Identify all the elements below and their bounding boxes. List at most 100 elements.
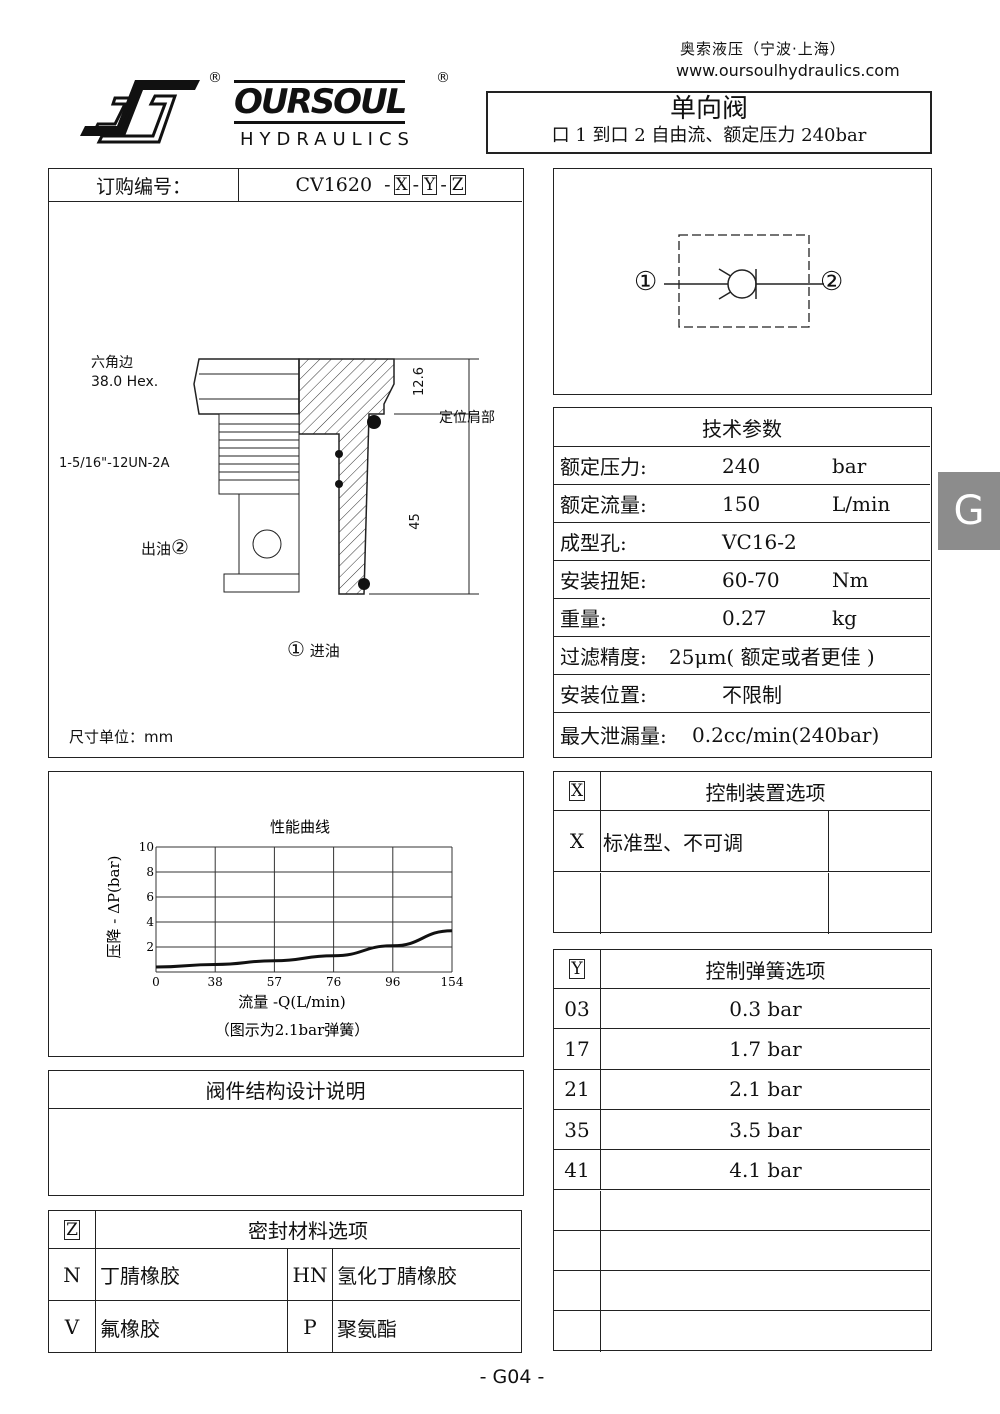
order-model: CV1620 (295, 174, 373, 196)
spring-code (554, 1190, 601, 1231)
page-number: - G04 - (479, 1366, 545, 1388)
control-code (554, 873, 601, 934)
tech-label: 额定流量: (560, 493, 647, 517)
x-tick-label: 96 (385, 975, 400, 989)
spring-code: 21 (554, 1069, 601, 1110)
order-x: X (393, 175, 410, 195)
company-website[interactable]: www.oursoulhydraulics.com (676, 61, 900, 80)
control-desc: 标准型、不可调 (601, 811, 829, 872)
order-z: Z (449, 175, 466, 195)
spring-value (601, 1271, 930, 1312)
check-valve-symbol-icon (664, 234, 824, 328)
brand-subtitle: HYDRAULICS (240, 129, 415, 150)
seal-material: 氟橡胶 (96, 1301, 288, 1353)
tech-row: 成型孔:VC16-2 (554, 523, 930, 561)
design-title: 阀件结构设计说明 (49, 1071, 522, 1109)
registered-mark: ® (208, 70, 222, 86)
spring-key: Y (569, 959, 585, 979)
spring-code (554, 1271, 601, 1312)
drawing-panel: 订购编号： CV1620 -X-Y-Z 六角边 38.0 Hex. 1-5/16… (48, 168, 524, 758)
control-options-table: X 控制装置选项 X 标准型、不可调 (553, 771, 932, 934)
spring-value: 4.1 bar (601, 1150, 930, 1191)
tech-label: 安装扭矩: (560, 569, 647, 593)
tech-label: 过滤精度: (560, 645, 647, 669)
spring-value: 1.7 bar (601, 1029, 930, 1070)
product-subtitle: 口 1 到口 2 自由流、额定压力 240bar (551, 125, 867, 146)
tech-value: 60-70 (722, 567, 780, 592)
y-axis-label: 压降 - ΔP(bar) (105, 856, 123, 959)
chart-note: （图示为2.1bar弹簧） (215, 1021, 370, 1039)
x-tick-label: 76 (326, 975, 341, 989)
y-tick-label: 8 (146, 865, 154, 879)
sep: - (440, 174, 447, 196)
hex-label: 38.0 Hex. (91, 374, 159, 390)
hydraulic-symbol-panel: ① ② (553, 168, 932, 395)
tech-label: 重量: (560, 607, 607, 631)
design-panel: 阀件结构设计说明 (48, 1070, 524, 1196)
tech-row: 安装扭矩:60-70 Nm (554, 561, 930, 599)
tech-label: 最大泄漏量: (560, 724, 667, 748)
tech-params-table: 技术参数 额定压力:240 bar 额定流量:150 L/min 成型孔:VC1… (553, 407, 932, 758)
brand-logo: OURSOUL (234, 80, 407, 124)
tech-row: 重量:0.27 kg (554, 599, 930, 637)
control-extra (829, 873, 930, 934)
control-code: X (554, 811, 601, 872)
spring-value: 3.5 bar (601, 1110, 930, 1151)
tech-unit: bar (832, 453, 867, 478)
seal-options-table: Z 密封材料选项 N 丁腈橡胶 HN 氢化丁腈橡胶 V 氟橡胶 P 聚氨酯 (48, 1210, 522, 1353)
tech-value: 不限制 (722, 683, 782, 707)
seal-code: N (49, 1249, 96, 1301)
seal-code: HN (288, 1249, 333, 1301)
inlet-port: ① (287, 637, 305, 661)
seal-material: 聚氨酯 (337, 1316, 397, 1341)
tech-row: 额定流量:150 L/min (554, 485, 930, 523)
x-tick-label: 154 (441, 975, 464, 989)
x-tick-label: 57 (267, 975, 282, 989)
order-code: CV1620 -X-Y-Z (239, 169, 522, 202)
spring-code (554, 1311, 601, 1352)
shoulder-label: 定位肩部 (439, 410, 495, 426)
tech-row: 最大泄漏量: 0.2cc/min(240bar) (554, 713, 930, 756)
spring-code (554, 1230, 601, 1272)
spring-value (601, 1311, 930, 1351)
tech-value: 150 (722, 491, 761, 516)
seal-title: 密封材料选项 (96, 1211, 520, 1249)
dim-length: 45 (407, 513, 423, 530)
y-tick-label: 6 (146, 890, 154, 904)
tech-value: 240 (722, 453, 761, 478)
y-tick-label: 2 (146, 940, 154, 954)
x-tick-label: 0 (152, 975, 160, 989)
seal-material: 丁腈橡胶 (96, 1249, 288, 1301)
control-key: X (568, 781, 586, 801)
outlet-label: 出油 (141, 540, 172, 558)
port-2-label: ② (820, 267, 844, 297)
tech-value: 0.2cc/min(240bar) (692, 722, 880, 747)
section-tab[interactable]: G (938, 472, 1000, 550)
seal-code: P (288, 1301, 333, 1353)
registered-mark: ® (436, 70, 450, 86)
spring-code: 35 (554, 1109, 601, 1151)
control-title: 控制装置选项 (601, 772, 930, 811)
order-label: 订购编号： (49, 169, 239, 202)
series-line (155, 929, 453, 969)
product-title: 单向阀 (669, 94, 748, 124)
y-tick-label: 10 (139, 840, 154, 854)
control-extra (829, 811, 930, 872)
tech-title: 技术参数 (554, 408, 930, 447)
cartridge-cross-section (193, 358, 479, 595)
control-desc (601, 873, 829, 934)
seal-code: V (49, 1301, 96, 1353)
spring-options-table: Y 控制弹簧选项 03 0.3 bar 17 1.7 bar 21 2.1 ba… (553, 949, 932, 1352)
spring-title: 控制弹簧选项 (601, 950, 930, 989)
units-note: 尺寸单位：mm (69, 728, 174, 746)
outlet-port: ② (171, 535, 189, 559)
order-y: Y (422, 175, 438, 195)
tech-label: 额定压力: (560, 455, 647, 479)
spring-code: 41 (554, 1150, 601, 1191)
port-1-label: ① (634, 267, 658, 297)
tech-row: 安装位置:不限制 (554, 675, 930, 713)
seal-material: 氢化丁腈橡胶 (333, 1249, 520, 1301)
tech-value: 0.27 (722, 605, 767, 630)
spring-value (601, 1231, 930, 1272)
